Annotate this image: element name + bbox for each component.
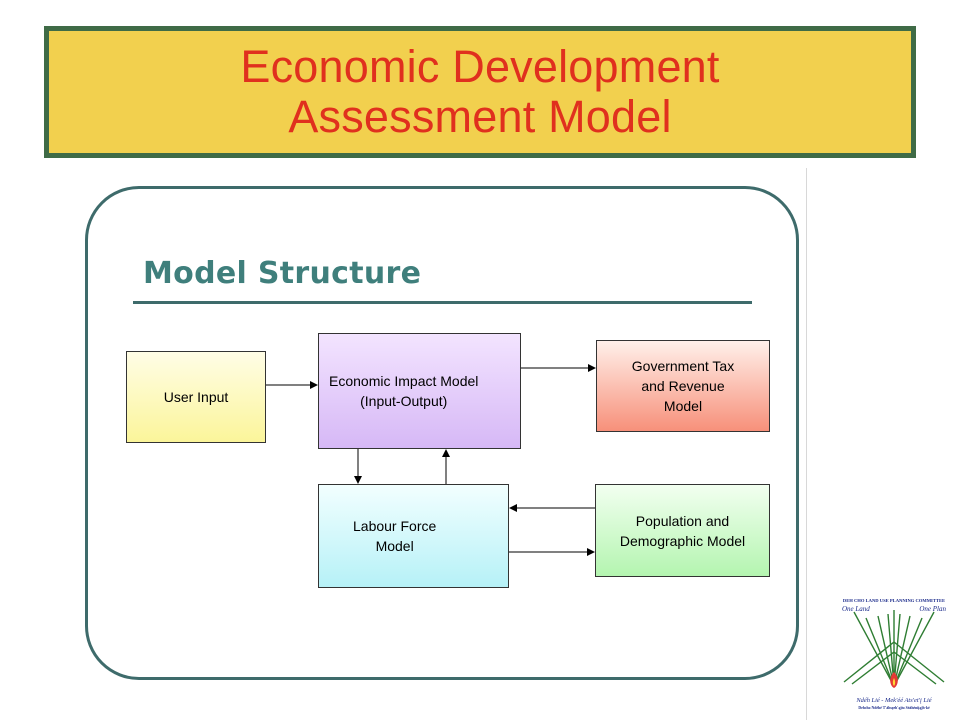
logo-motto-left: One Land bbox=[842, 605, 870, 613]
node-economic-impact-model: Economic Impact Model (Input-Output) bbox=[318, 333, 521, 449]
node-government-tax-model: Government Tax and Revenue Model bbox=[596, 340, 770, 432]
node-user-input: User Input bbox=[126, 351, 266, 443]
node-labour-force-model: Labour Force Model bbox=[318, 484, 509, 588]
committee-logo: DEH CHO LAND USE PLANNING COMMITTEE One … bbox=[842, 598, 946, 710]
node-population-model: Population and Demographic Model bbox=[595, 484, 770, 577]
logo-committee-text: DEH CHO LAND USE PLANNING COMMITTEE bbox=[843, 598, 945, 603]
title-line-1: Economic Development bbox=[240, 41, 720, 92]
section-heading: Model Structure bbox=[143, 256, 422, 291]
logo-subtag: Dehcho Ndéhé T'áhsęeh'ąjiu Séáhéniįąjh-k… bbox=[858, 706, 930, 710]
logo-motto-right: One Plan bbox=[919, 605, 946, 613]
section-underline bbox=[133, 301, 752, 304]
logo-tagline: Ndéh Lié - Mek'éé Ats'et'į Lié bbox=[855, 697, 932, 704]
divider-line bbox=[806, 168, 807, 720]
title-line-2: Assessment Model bbox=[288, 91, 672, 142]
title-banner: Economic Development Assessment Model bbox=[44, 26, 916, 158]
